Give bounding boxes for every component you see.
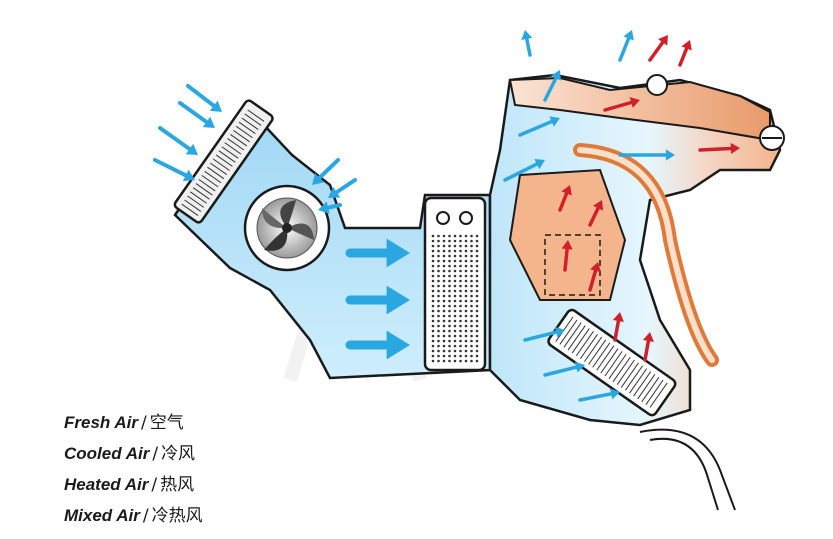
evaporator-core [423, 196, 487, 372]
cooled-air-arrow [503, 159, 545, 182]
heated-air-arrow [648, 35, 668, 62]
cooled-air-arrows [345, 30, 675, 402]
legend: Fresh Air/空气 Cooled Air/冷风 Heated Air/热风… [64, 410, 324, 534]
cooled-air-arrow [543, 361, 585, 377]
legend-separator: / [141, 413, 147, 433]
heated-air-arrow [642, 332, 654, 362]
radiator-core [547, 308, 677, 417]
fresh-air-arrow [318, 201, 342, 214]
heated-air-arrow [588, 200, 604, 227]
legend-separator: / [151, 475, 158, 495]
fresh-air-arrow [312, 158, 340, 185]
heated-air-arrow [612, 312, 624, 342]
legend-label-zh: 热风 [160, 475, 195, 495]
cooled-air-arrow [523, 326, 565, 342]
fresh-air-arrows [153, 84, 357, 214]
cooled-air-arrow [345, 238, 410, 268]
heated-air-arrow [603, 97, 640, 112]
legend-item-fresh-air: Fresh Air/空气 [64, 410, 324, 441]
air-filter [173, 99, 274, 224]
legend-label-zh: 空气 [149, 413, 184, 433]
legend-separator: / [142, 506, 149, 526]
cooled-air-arrow [618, 149, 675, 161]
cooled-air-arrow [618, 30, 634, 62]
heated-air-arrow [561, 240, 573, 272]
fresh-air-arrow [158, 126, 198, 155]
heated-air-arrow [588, 262, 601, 292]
cooled-air-arrow [521, 30, 533, 57]
vent-outlet-round [759, 125, 785, 151]
floor-duct [639, 428, 736, 511]
cooled-air-arrow [345, 285, 410, 315]
legend-item-cooled-air: Cooled Air/冷风 [64, 441, 324, 472]
heated-air-arrow [698, 142, 740, 155]
legend-label-en: Mixed Air [64, 506, 140, 525]
blower-fan [243, 184, 331, 272]
fresh-air-arrow [153, 158, 195, 182]
heated-air-arrow [558, 185, 572, 212]
heated-air-arrows [558, 35, 740, 362]
fresh-air-arrow [328, 178, 357, 198]
intake-duct [173, 106, 492, 380]
legend-item-heated-air: Heated Air/热风 [64, 472, 324, 503]
legend-label-zh: 冷热风 [151, 506, 203, 526]
cooled-air-arrow [345, 330, 410, 360]
cooled-air-arrow [518, 116, 560, 137]
vent-outlet-top [646, 74, 668, 96]
cooled-air-arrow [578, 388, 620, 402]
fresh-air-arrow [178, 101, 215, 128]
fresh-air-arrow [186, 84, 222, 112]
legend-item-mixed-air: Mixed Air/冷热风 [64, 503, 324, 534]
cooled-air-arrow [543, 70, 561, 102]
heated-air-arrow [678, 40, 692, 67]
legend-label-en: Heated Air [64, 475, 149, 494]
legend-label-en: Fresh Air [64, 413, 139, 432]
legend-label-en: Cooled Air [64, 444, 150, 463]
legend-label-zh: 冷风 [161, 444, 196, 464]
legend-separator: / [152, 444, 159, 464]
